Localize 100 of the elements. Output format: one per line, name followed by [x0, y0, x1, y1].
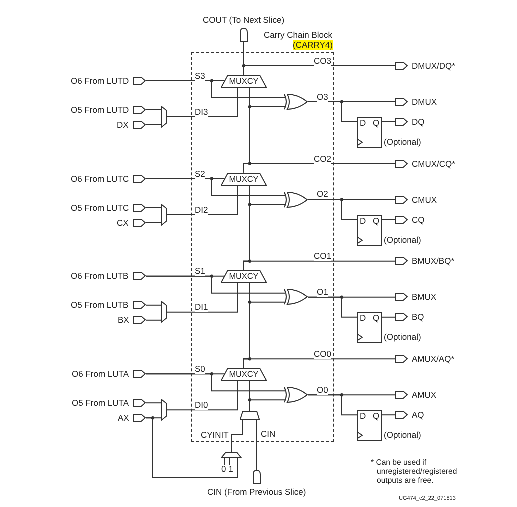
multiplexer: MUXCY: [221, 270, 267, 284]
multiplexer: MUXCY: [221, 368, 267, 382]
pin-label: Q: [373, 313, 380, 324]
wire: [382, 219, 396, 220]
port-label: BX: [118, 315, 130, 326]
wire: [244, 302, 286, 369]
signal-label: CO3: [314, 56, 332, 66]
port-symbol: [133, 272, 146, 280]
pin-label: D: [360, 216, 366, 226]
port-label: DQ: [412, 117, 425, 127]
wire: [256, 420, 258, 470]
port-symbol: [253, 470, 261, 484]
note-label: (Optional): [384, 332, 422, 342]
wire: [244, 204, 286, 271]
pin-label: Q: [373, 216, 380, 226]
wire: [166, 380, 238, 411]
port-symbol: [133, 106, 146, 114]
signal-label: S1: [195, 266, 206, 276]
port-label: COUT (To Next Slice): [203, 15, 285, 25]
port-symbol: [395, 118, 408, 126]
signal-label: CIN: [261, 429, 276, 439]
signal-label: DI2: [195, 204, 208, 215]
port-symbol: [133, 399, 146, 408]
wire: [166, 282, 238, 313]
port-symbol: [395, 216, 408, 224]
port-label: AMUX: [412, 390, 437, 400]
wire: [308, 394, 358, 416]
multiplexer: [161, 204, 167, 226]
port-symbol: [133, 121, 146, 129]
port-label: BMUX/BQ*: [412, 256, 455, 266]
port-label: CX: [117, 218, 129, 228]
port-symbol: [395, 196, 408, 204]
port-label: CQ: [412, 214, 425, 225]
multiplexer: [240, 411, 260, 420]
port-symbol: [395, 293, 408, 302]
pin-label: D: [360, 313, 366, 324]
port-symbol: [395, 411, 408, 420]
wire: [250, 400, 286, 412]
port-label: O5 From LUTC: [71, 202, 130, 213]
wire: [146, 418, 238, 478]
wire: [146, 124, 162, 126]
wire: [146, 320, 162, 321]
multiplexer: [221, 452, 242, 465]
wire: [146, 207, 162, 208]
xor-gate: [284, 387, 308, 404]
signal-label: CYINIT: [201, 430, 229, 440]
port-label: O5 From LUTA: [72, 398, 129, 408]
signal-label: DI1: [195, 302, 208, 312]
wire: [166, 185, 238, 216]
xor-gate: [284, 289, 308, 306]
port-label: DMUX/DQ*: [412, 61, 456, 71]
multiplexer: MUXCY: [221, 75, 267, 88]
block-title: Carry Chain Block: [264, 30, 332, 40]
pin-label: D: [360, 118, 366, 128]
port-symbol: [395, 257, 408, 266]
wire: [146, 178, 286, 196]
xor-gate: [284, 94, 308, 110]
port-label: BMUX: [412, 292, 437, 302]
port-symbol: [133, 218, 146, 227]
port-label: O5 From LUTB: [71, 300, 129, 310]
signal-label: CO1: [314, 251, 332, 262]
signal-label: S2: [195, 168, 206, 179]
note-label: (Optional): [384, 137, 422, 147]
pin-label: Q: [373, 411, 380, 422]
xor-gate: [284, 192, 308, 208]
signal-label: DI0: [195, 400, 208, 410]
port-label: DX: [117, 120, 129, 130]
signal-label: CO2: [314, 154, 332, 164]
signal-label: O0: [317, 384, 328, 395]
multiplexer: [161, 301, 167, 324]
signal-label: O1: [317, 286, 328, 297]
port-symbol: [133, 204, 146, 212]
wire: [146, 304, 162, 306]
port-symbol: [240, 28, 248, 42]
wire: [308, 296, 358, 318]
signal-label: O2: [317, 189, 328, 200]
signal-label: O3: [317, 92, 328, 102]
port-label: AX: [118, 413, 130, 424]
signal-label: DI3: [195, 107, 208, 117]
pin-label: 0 1: [222, 464, 234, 474]
port-symbol: [395, 355, 408, 364]
signal-label: CO0: [314, 349, 332, 360]
port-label: CMUX: [412, 194, 438, 205]
flip-flop: [357, 312, 382, 344]
note-label: (Optional): [384, 430, 422, 440]
multiplexer: [161, 106, 167, 128]
port-label: AMUX/AQ*: [412, 354, 455, 364]
wire: [382, 316, 396, 318]
wire: [244, 106, 286, 174]
port-label: BQ: [412, 312, 424, 322]
port-symbol: [395, 313, 408, 322]
port-label: O5 From LUTD: [71, 105, 130, 115]
flip-flop: [357, 117, 382, 148]
port-label: O6 From LUTB: [71, 271, 129, 282]
port-symbol: [133, 414, 146, 422]
port-symbol: [395, 62, 408, 70]
port-symbol: [395, 391, 408, 400]
port-symbol: [133, 316, 146, 324]
port-label: O6 From LUTA: [72, 369, 129, 380]
port-symbol: [395, 98, 408, 106]
